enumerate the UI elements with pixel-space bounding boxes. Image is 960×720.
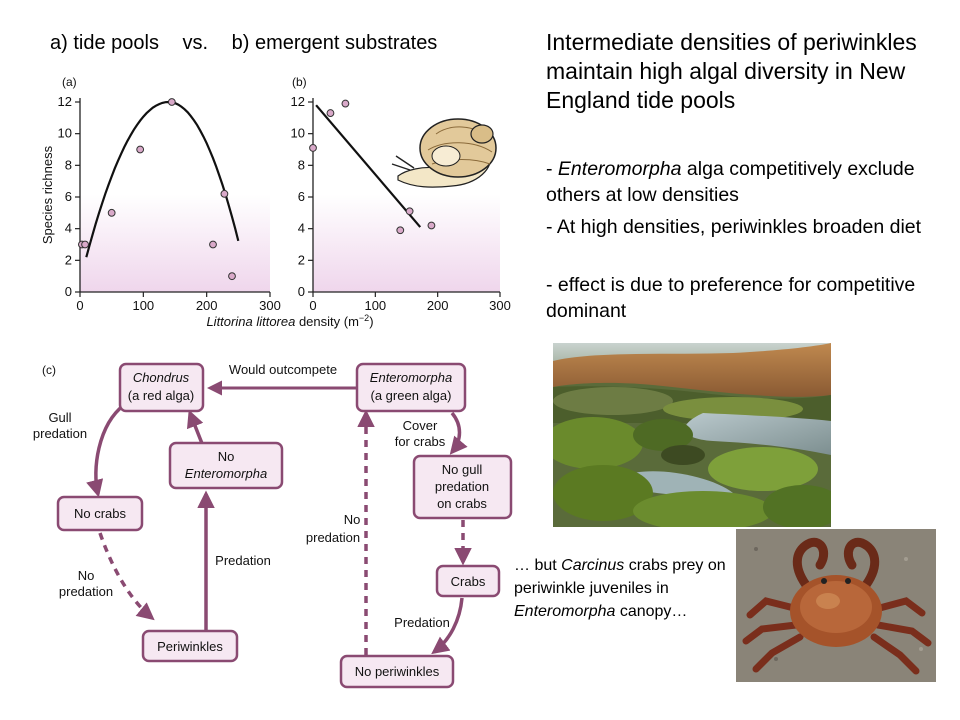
x-axis-label: Littorina littorea density (m−2) <box>206 313 373 329</box>
data-point <box>341 99 350 108</box>
periwinkle-snail-illustration <box>391 118 497 188</box>
node-enteromorpha: Enteromorpha (a green alga) <box>355 362 467 413</box>
edge-label-no-left: No <box>78 568 95 583</box>
panel-c-letter: (c) <box>42 363 56 377</box>
y-tick-label: 8 <box>298 157 305 172</box>
edge-cover-for-crabs <box>449 411 468 455</box>
svg-text:(a red alga): (a red alga) <box>128 388 194 403</box>
y-tick-label: 2 <box>65 252 72 267</box>
bullet-1: - Enteromorpha alga competitively exclud… <box>546 158 915 206</box>
svg-text:predation: predation <box>435 479 489 494</box>
svg-text:Periwinkles: Periwinkles <box>157 639 223 654</box>
x-tick-label: 200 <box>427 298 449 313</box>
svg-text:No: No <box>218 449 235 464</box>
data-point <box>228 272 236 281</box>
data-point <box>136 145 145 154</box>
node-no-periwinkles: No periwinkles <box>339 654 455 689</box>
y-tick-label: 4 <box>298 221 305 236</box>
svg-text:No gull: No gull <box>442 462 483 477</box>
edge-label-predation-left: predation <box>59 584 113 599</box>
x-tick-label: 0 <box>309 298 316 313</box>
chart-b: 0 2 4 6 8 10 12 0 100 200 300 <box>291 94 511 313</box>
edge-label-gull: Gull <box>48 410 71 425</box>
x-tick-label: 200 <box>196 298 218 313</box>
fit-line <box>315 104 422 228</box>
edge-label-predation-center: predation <box>306 530 360 545</box>
panel-comparison-heading: a) tide pools vs. b) emergent substrates <box>50 32 455 55</box>
node-no-gull-predation: No gull predation on crabs <box>412 454 513 520</box>
y-tick-label: 8 <box>65 157 72 172</box>
x-tick-label: 300 <box>259 298 281 313</box>
node-chondrus: Chondrus (a red alga) <box>118 362 205 413</box>
edge-label-no-center: No <box>344 512 361 527</box>
chart-a: 0 2 4 6 8 10 12 0 100 200 300 <box>58 94 281 313</box>
edge-predation-right <box>431 597 464 655</box>
x-tick-label: 0 <box>76 298 83 313</box>
svg-text:Crabs: Crabs <box>451 574 486 589</box>
crab-caption: … but Carcinus crabs prey on periwinkle … <box>514 557 726 620</box>
x-tick-label: 100 <box>132 298 154 313</box>
tide-pool-photo <box>553 343 831 527</box>
node-periwinkles: Periwinkles <box>141 629 239 663</box>
data-point <box>209 240 217 249</box>
edge-no-predation-left <box>98 532 155 621</box>
bullet-3: - effect is due to preference for compet… <box>546 274 916 322</box>
edge-label-cover: Cover <box>403 418 438 433</box>
x-tick-label: 100 <box>364 298 386 313</box>
panel-b-letter: (b) <box>292 75 307 89</box>
node-no-enteromorpha: No Enteromorpha <box>168 441 284 490</box>
node-no-crabs: No crabs <box>56 495 144 532</box>
edge-label-gull-predation: predation <box>33 426 87 441</box>
svg-text:No crabs: No crabs <box>74 506 127 521</box>
data-point <box>309 144 317 152</box>
data-point <box>427 221 436 230</box>
svg-text:Chondrus: Chondrus <box>133 370 190 385</box>
data-point <box>107 208 116 217</box>
x-tick-label: 300 <box>489 298 511 313</box>
svg-text:No periwinkles: No periwinkles <box>355 664 440 679</box>
y-tick-label: 12 <box>58 94 72 109</box>
label-emergent-substrates: b) emergent substrates <box>231 32 438 54</box>
edge-no-enteromorpha-to-chondrus <box>186 409 205 447</box>
y-tick-label: 0 <box>298 284 305 299</box>
edge-label-predation-mid: Predation <box>215 553 271 568</box>
panel-a-letter: (a) <box>62 75 77 89</box>
y-tick-label: 6 <box>298 189 305 204</box>
label-vs: vs. <box>182 32 209 54</box>
data-point <box>220 189 229 198</box>
y-axis-label: Species richness <box>40 145 55 244</box>
label-tide-pools: a) tide pools <box>50 32 159 54</box>
edge-label-for-crabs: for crabs <box>395 434 446 449</box>
edge-label-would-outcompete: Would outcompete <box>229 362 337 377</box>
data-point <box>396 226 405 235</box>
y-tick-label: 10 <box>58 126 72 141</box>
edge-gull-predation <box>86 403 126 498</box>
plot-a-background <box>80 142 270 292</box>
svg-text:(a green alga): (a green alga) <box>371 388 452 403</box>
data-point <box>81 240 89 249</box>
y-tick-label: 12 <box>291 94 305 109</box>
node-crabs: Crabs <box>435 564 501 598</box>
carcinus-crab-photo <box>736 529 936 682</box>
data-point <box>326 109 335 117</box>
svg-text:Enteromorpha: Enteromorpha <box>370 370 452 385</box>
bullet-2: - At high densities, periwinkles broaden… <box>546 216 922 238</box>
y-tick-label: 6 <box>65 189 72 204</box>
edge-label-predation-right: Predation <box>394 615 450 630</box>
y-tick-label: 0 <box>65 284 72 299</box>
data-point <box>167 98 176 106</box>
data-point <box>405 207 414 216</box>
y-tick-label: 4 <box>65 221 72 236</box>
svg-text:on crabs: on crabs <box>437 496 487 511</box>
y-tick-label: 10 <box>291 126 305 141</box>
fit-line <box>85 100 240 258</box>
svg-text:Enteromorpha: Enteromorpha <box>185 466 267 481</box>
slide-title: Intermediate densities of periwinkles ma… <box>546 29 917 113</box>
y-tick-label: 2 <box>298 252 305 267</box>
